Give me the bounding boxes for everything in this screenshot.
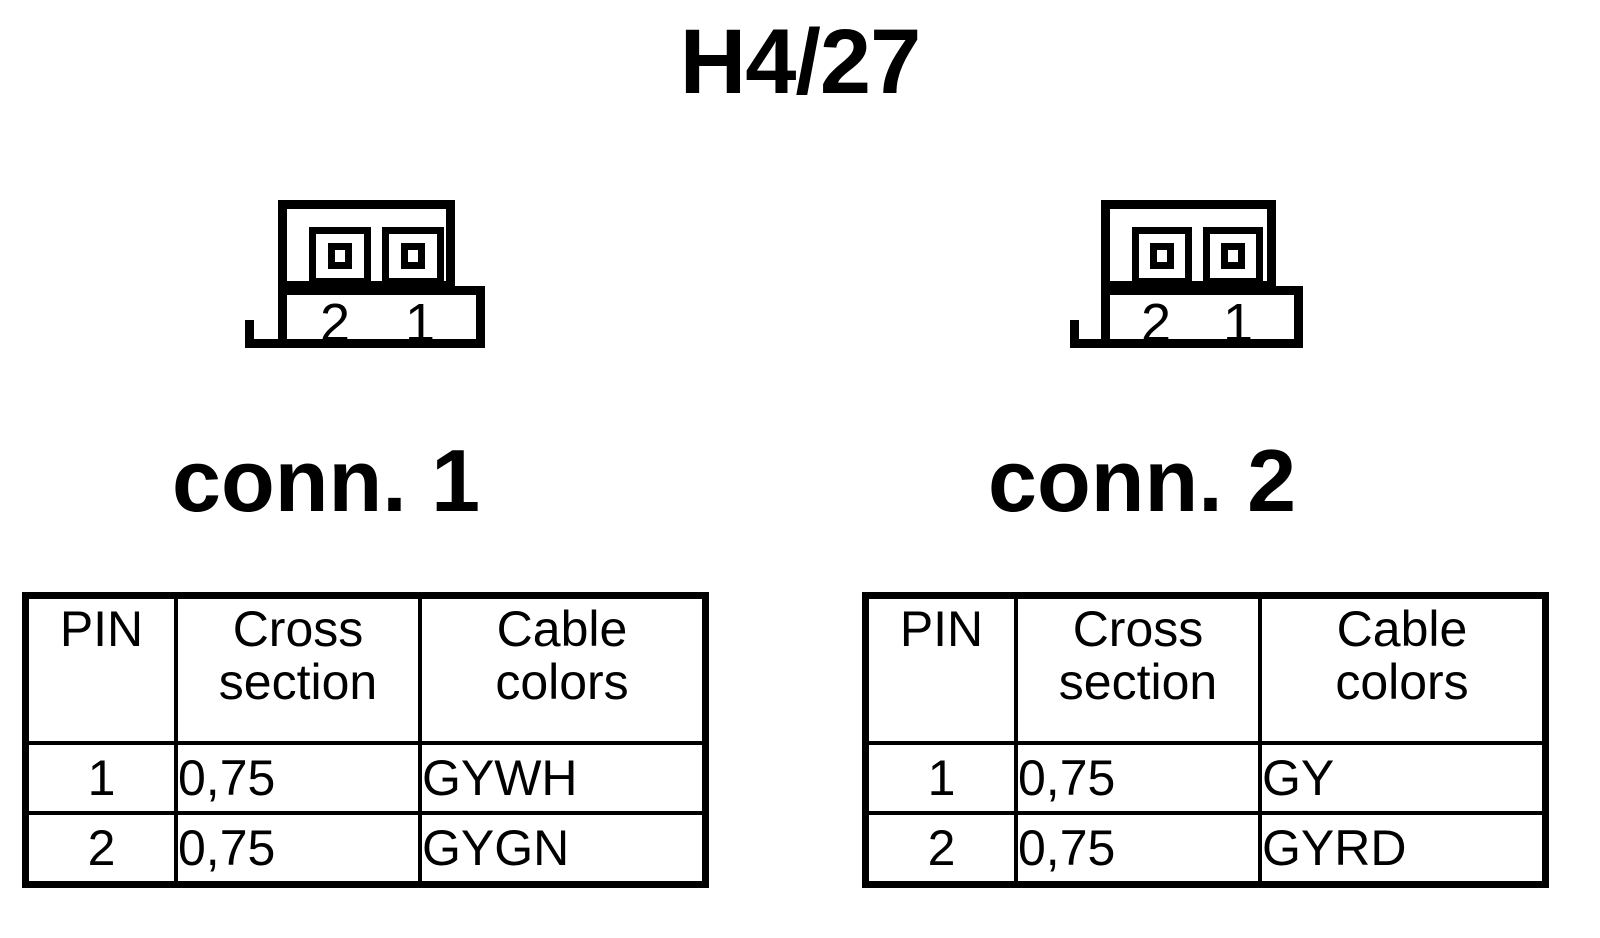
connector-2-pin-table: PIN Cross section Cable colors 1 0,75 GY… <box>862 592 1549 888</box>
column-header-cable-colors: Cable colors <box>1258 593 1548 745</box>
column-header-pin: PIN <box>23 593 178 745</box>
cell-cable-colors: GYRD <box>1258 811 1548 887</box>
connector-2-pin-socket-1 <box>1203 227 1263 285</box>
connector-1-pin-socket-2 <box>309 227 371 285</box>
connector-1-tab-vertical <box>245 320 254 348</box>
column-header-cross-section-line1: Cross <box>232 601 364 657</box>
connector-2-pin-number-2: 2 <box>1140 293 1172 353</box>
connector-1-pin-contact-1 <box>401 243 425 269</box>
connector-2-pin-contact-2 <box>1150 243 1174 269</box>
cell-pin: 2 <box>23 811 178 887</box>
cell-cable-colors: GY <box>1258 741 1548 815</box>
connector-1-tab-horizontal <box>245 339 287 348</box>
connector-2-tab-horizontal <box>1070 339 1110 348</box>
column-header-pin-line1: PIN <box>899 601 984 657</box>
table-header-row: PIN Cross section Cable colors <box>863 593 1548 745</box>
table-row: 2 0,75 GYRD <box>863 811 1548 887</box>
connector-1-label: conn. 1 <box>172 431 481 530</box>
cell-pin: 1 <box>863 741 1018 815</box>
column-header-cable-colors-line2: colors <box>495 654 629 710</box>
connector-2-pin-socket-2 <box>1132 227 1192 285</box>
connector-1-pin-number-2: 2 <box>319 293 351 353</box>
connector-2-pin-contact-1 <box>1221 243 1245 269</box>
cell-pin: 1 <box>23 741 178 815</box>
cell-cross-section: 0,75 <box>174 741 422 815</box>
column-header-cable-colors: Cable colors <box>418 593 708 745</box>
connector-2-flange: 2 1 <box>1101 286 1303 353</box>
column-header-cross-section-line1: Cross <box>1072 601 1204 657</box>
connector-symbol-2: 2 1 <box>1070 200 1320 350</box>
cell-cross-section: 0,75 <box>174 811 422 887</box>
table-row: 1 0,75 GY <box>863 741 1548 815</box>
column-header-pin-line1: PIN <box>59 601 144 657</box>
cell-pin: 2 <box>863 811 1018 887</box>
column-header-pin: PIN <box>863 593 1018 745</box>
cell-cross-section: 0,75 <box>1014 741 1262 815</box>
cell-cable-colors: GYGN <box>418 811 708 887</box>
column-header-cross-section-line2: section <box>1058 654 1218 710</box>
connector-1-pin-number-1: 1 <box>404 293 436 353</box>
connector-2-housing <box>1101 200 1276 290</box>
connector-2-label: conn. 2 <box>988 431 1297 530</box>
column-header-cable-colors-line2: colors <box>1335 654 1469 710</box>
connector-1-housing <box>278 200 455 290</box>
connector-1-flange: 2 1 <box>278 286 485 353</box>
column-header-cable-colors-line1: Cable <box>496 601 628 657</box>
column-header-cross-section: Cross section <box>174 593 422 745</box>
connector-2-tab-vertical <box>1070 320 1079 348</box>
column-header-cable-colors-line1: Cable <box>1336 601 1468 657</box>
connector-1-pin-contact-2 <box>328 243 352 269</box>
connector-2-pin-number-1: 1 <box>1222 293 1254 353</box>
table-header-row: PIN Cross section Cable colors <box>23 593 708 745</box>
table-row: 1 0,75 GYWH <box>23 741 708 815</box>
page-title: H4/27 <box>679 11 922 113</box>
connector-symbol-1: 2 1 <box>245 200 495 350</box>
column-header-cross-section: Cross section <box>1014 593 1262 745</box>
cell-cross-section: 0,75 <box>1014 811 1262 887</box>
cell-cable-colors: GYWH <box>418 741 708 815</box>
table-row: 2 0,75 GYGN <box>23 811 708 887</box>
column-header-cross-section-line2: section <box>218 654 378 710</box>
connector-1-pin-socket-1 <box>382 227 444 285</box>
connector-1-pin-table: PIN Cross section Cable colors 1 0,75 GY… <box>22 592 709 888</box>
